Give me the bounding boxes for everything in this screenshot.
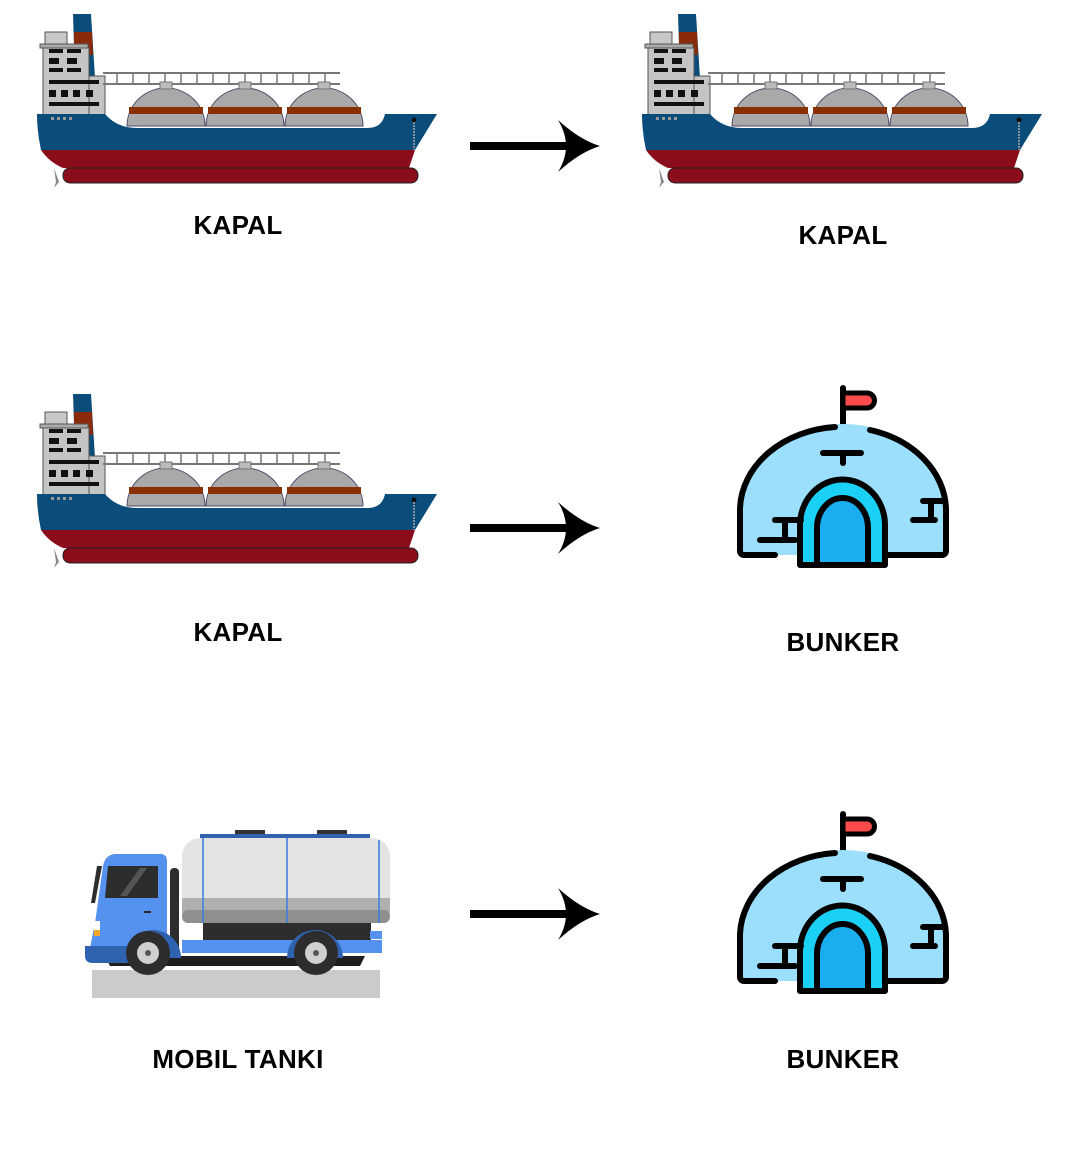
lng-ship-icon bbox=[37, 392, 437, 567]
row-1-target-label: KAPAL bbox=[798, 220, 888, 250]
arrow-right-icon bbox=[470, 888, 610, 940]
igloo-bunker-icon bbox=[735, 383, 950, 568]
row-2-source-ship bbox=[37, 392, 437, 567]
row-3-source-label: MOBIL TANKI bbox=[152, 1044, 324, 1074]
lng-ship-icon bbox=[642, 12, 1042, 187]
row-2-target-bunker bbox=[735, 383, 950, 568]
row-3-target-label: BUNKER bbox=[786, 1044, 900, 1074]
row-2-arrow bbox=[470, 502, 610, 554]
row-1-source-label: KAPAL bbox=[193, 210, 283, 240]
row-1-source-ship bbox=[37, 12, 437, 187]
row-3-target-bunker bbox=[735, 809, 950, 994]
row-2-source-label: KAPAL bbox=[193, 617, 283, 647]
row-2-target-label: BUNKER bbox=[786, 627, 900, 657]
row-3-source-truck bbox=[85, 828, 390, 1000]
igloo-bunker-icon bbox=[735, 809, 950, 994]
tanker-truck-icon bbox=[85, 830, 390, 998]
arrow-right-icon bbox=[470, 120, 610, 172]
row-1-arrow bbox=[470, 120, 610, 172]
arrow-right-icon bbox=[470, 502, 610, 554]
row-3-arrow bbox=[470, 888, 610, 940]
row-1-target-ship bbox=[642, 12, 1042, 187]
lng-ship-icon bbox=[37, 12, 437, 187]
